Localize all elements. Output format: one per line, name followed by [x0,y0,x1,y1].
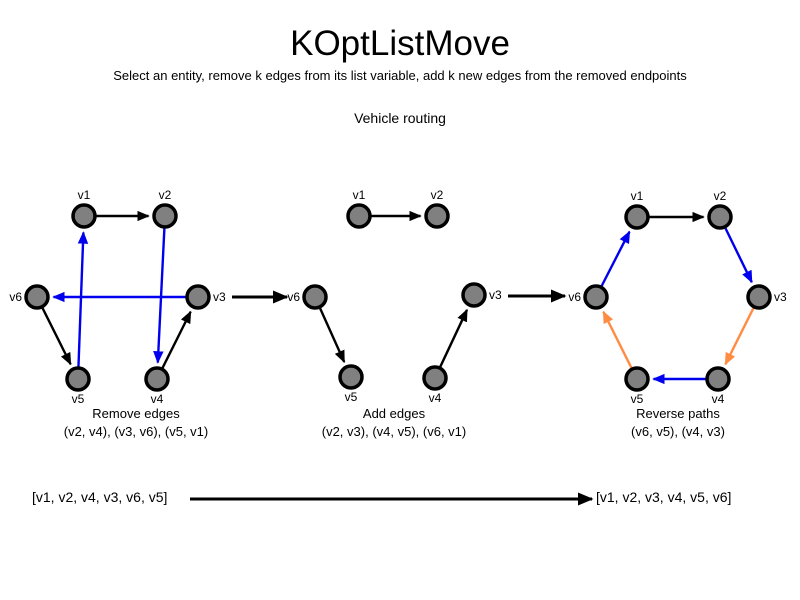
node-v1[interactable]: v1 [346,188,372,229]
list-row-layer: [v1, v2, v4, v3, v6, v5] [v1, v2, v3, v4,… [32,489,731,506]
node-circle-v2[interactable] [707,204,733,230]
section-label: Vehicle routing [354,110,446,126]
node-label-v4: v4 [151,392,164,406]
node-v4[interactable]: v4 [144,366,170,406]
panel-add-caption-line1: Add edges [363,406,426,421]
edge-v3-v4 [724,307,755,366]
node-label-v2: v2 [714,189,727,203]
node-label-v6: v6 [287,290,300,304]
node-label-v3: v3 [489,288,502,302]
panel-reverse-edges [600,211,755,385]
node-circle-v2[interactable] [424,203,450,229]
node-label-v1: v1 [78,188,91,202]
node-label-v6: v6 [568,290,581,304]
edge-v6-v1 [600,230,631,287]
node-v4[interactable]: v4 [705,366,731,406]
node-label-v4: v4 [429,391,442,405]
node-label-v1: v1 [631,189,644,203]
node-v3[interactable]: v3 [185,284,226,310]
node-circle-v1[interactable] [624,204,650,230]
node-v1[interactable]: v1 [71,188,97,229]
node-label-v5: v5 [345,390,358,404]
node-circle-v5[interactable] [65,366,91,392]
node-v5[interactable]: v5 [624,366,650,406]
node-circle-v4[interactable] [144,366,170,392]
edge-v2-v3 [724,227,753,284]
node-v2[interactable]: v2 [707,189,733,230]
node-circle-v1[interactable] [71,203,97,229]
panel-remove-caption-line2: (v2, v4), (v3, v6), (v5, v1) [64,424,208,439]
node-label-v2: v2 [431,188,444,202]
node-circle-v1[interactable] [346,203,372,229]
node-v5[interactable]: v5 [65,366,91,406]
node-circle-v6[interactable] [24,284,50,310]
edge-v6-v5 [41,307,72,366]
page-subtitle: Select an entity, remove k edges from it… [113,68,687,83]
node-label-v1: v1 [353,188,366,202]
node-v5[interactable]: v5 [338,364,364,404]
connectors-layer [232,289,567,304]
panel-remove-edges [41,210,192,369]
list-after: [v1, v2, v3, v4, v5, v6] [596,489,731,505]
panel-reverse-caption-line2: (v6, v5), (v4, v3) [631,424,725,439]
panel-add-caption-line2: (v2, v3), (v4, v5), (v6, v1) [322,424,466,439]
node-label-v2: v2 [159,188,172,202]
node-circle-v3[interactable] [461,282,487,308]
node-circle-v6[interactable] [583,284,609,310]
panel-reverse-caption-line1: Reverse paths [636,406,720,421]
node-v2[interactable]: v2 [424,188,450,229]
node-v4[interactable]: v4 [422,365,448,405]
node-label-v4: v4 [712,392,725,406]
node-circle-v2[interactable] [152,203,178,229]
node-circle-v5[interactable] [624,366,650,392]
node-v6[interactable]: v6 [568,284,609,310]
node-circle-v4[interactable] [705,366,731,392]
edge-v4-v3 [439,308,469,368]
node-label-v6: v6 [9,290,22,304]
node-label-v3: v3 [774,290,787,304]
node-v1[interactable]: v1 [624,189,650,230]
page-title: KOptListMove [290,24,510,63]
node-circle-v3[interactable] [185,284,211,310]
edge-v2-v4 [153,228,166,364]
node-circle-v3[interactable] [746,284,772,310]
node-v2[interactable]: v2 [152,188,178,229]
node-v6[interactable]: v6 [9,284,50,310]
node-v3[interactable]: v3 [746,284,787,310]
node-v3[interactable]: v3 [461,282,502,308]
node-circle-v5[interactable] [338,364,364,390]
node-circle-v4[interactable] [422,365,448,391]
edge-v4-v3 [161,310,192,369]
panel-remove-caption-line1: Remove edges [92,406,180,421]
node-label-v5: v5 [631,392,644,406]
node-v6[interactable]: v6 [287,284,328,310]
list-before: [v1, v2, v4, v3, v6, v5] [32,489,167,505]
node-label-v5: v5 [72,392,85,406]
node-circle-v6[interactable] [302,284,328,310]
edge-v5-v6 [602,310,633,369]
panel-add-edges [319,210,469,368]
node-label-v3: v3 [213,290,226,304]
edge-v6-v5 [319,307,346,364]
edge-v5-v1 [77,231,89,367]
